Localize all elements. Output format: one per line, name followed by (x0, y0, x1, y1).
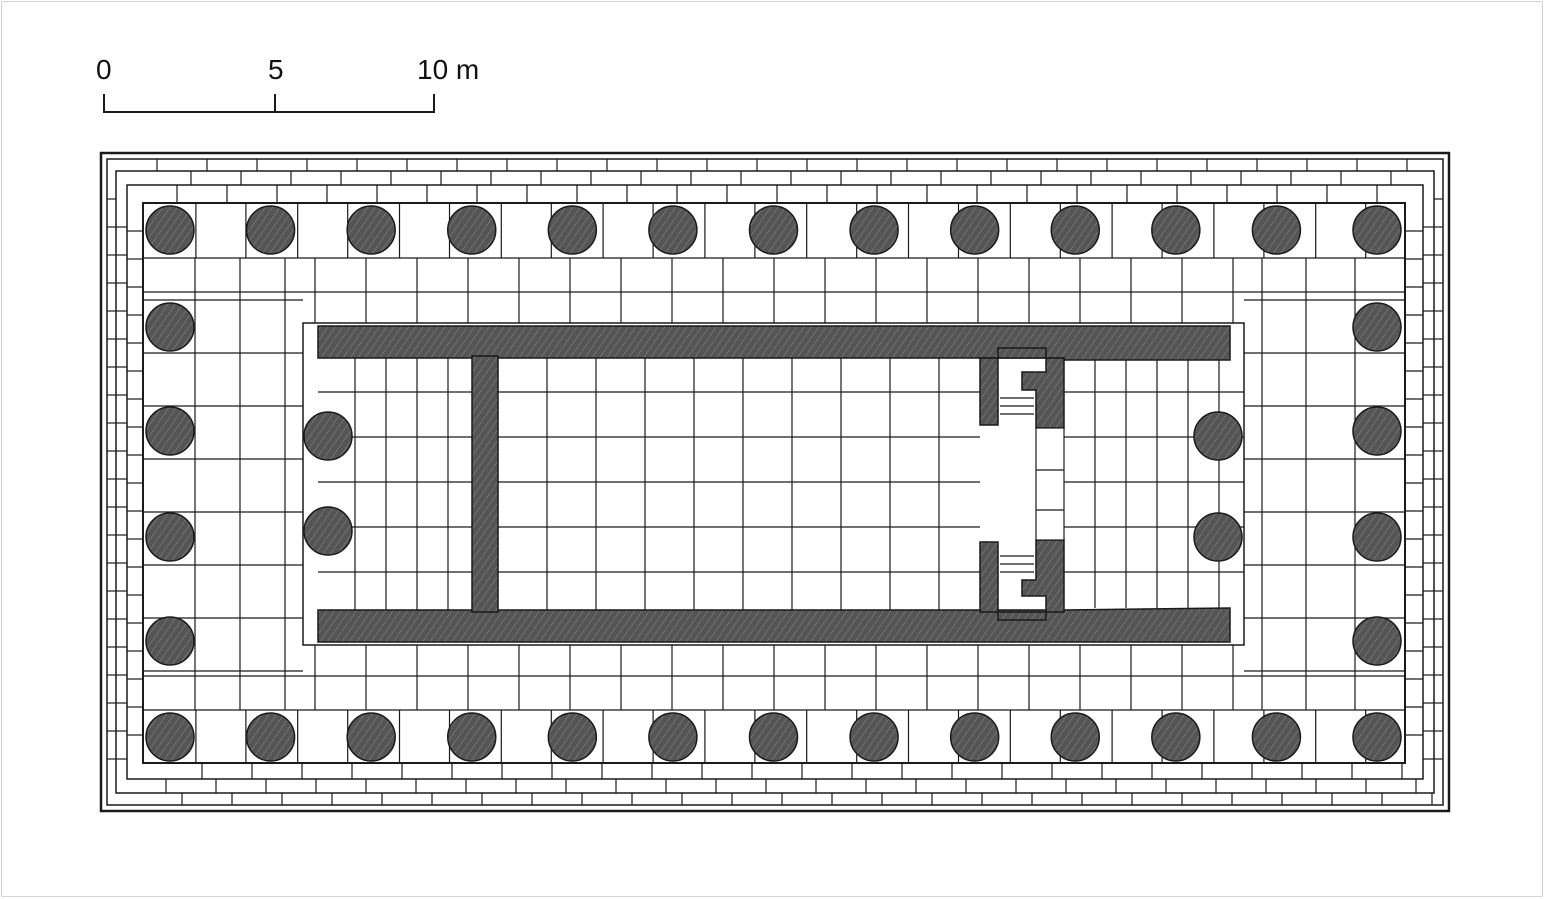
naos-platform (302, 322, 1245, 646)
stair-treads (1000, 397, 1065, 573)
column (447, 712, 497, 762)
column (748, 205, 799, 255)
column (648, 205, 698, 255)
column (303, 506, 353, 556)
scale-label-5: 5 (268, 54, 284, 85)
column (145, 406, 195, 456)
column (346, 205, 396, 255)
column (145, 512, 195, 562)
column (346, 712, 396, 762)
column (849, 205, 899, 255)
column (949, 205, 1000, 255)
column (145, 205, 195, 255)
column (145, 712, 195, 762)
scale-label-0: 0 (96, 54, 112, 85)
column (547, 205, 598, 255)
column (1352, 512, 1402, 562)
step-block-joints (107, 159, 1443, 805)
column (1050, 205, 1100, 255)
column (648, 712, 698, 762)
column (748, 712, 799, 762)
column (1151, 205, 1201, 255)
column (1352, 712, 1402, 762)
column (245, 712, 296, 762)
peristyle-columns (145, 205, 1402, 762)
column (949, 712, 1000, 762)
column (303, 411, 353, 461)
column (1151, 712, 1201, 762)
column (1251, 712, 1302, 762)
column (145, 616, 195, 666)
column (547, 712, 598, 762)
scale-label-10m: 10 m (417, 54, 480, 85)
column (245, 205, 296, 255)
cella-walls (317, 325, 1231, 643)
column (1352, 616, 1402, 666)
column (1352, 406, 1402, 456)
column (1251, 205, 1302, 255)
column (447, 205, 497, 255)
column (849, 712, 899, 762)
column (1352, 302, 1402, 352)
column (1193, 411, 1243, 461)
column (145, 302, 195, 352)
column (1352, 205, 1402, 255)
stylobate-paving (143, 203, 1405, 763)
scale-bar-line (103, 94, 435, 113)
column (1193, 512, 1243, 562)
column (1050, 712, 1100, 762)
